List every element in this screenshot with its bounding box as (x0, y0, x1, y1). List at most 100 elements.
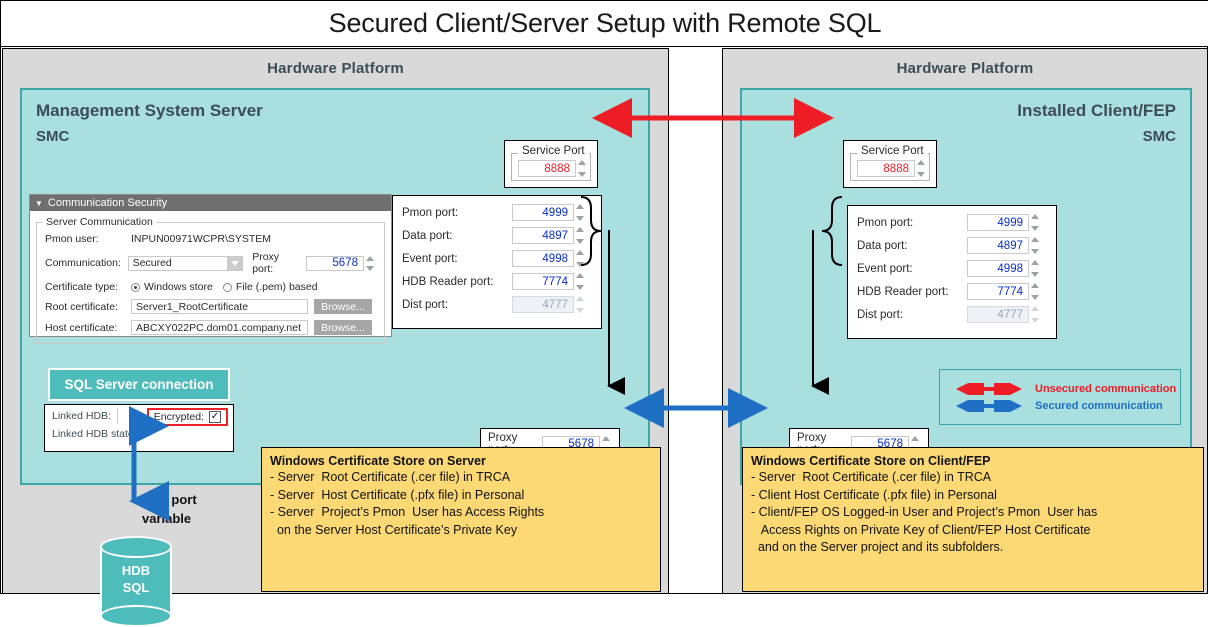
communication-label: Communication: (45, 257, 121, 269)
port-spinner-left-4 (576, 296, 586, 313)
note-left-line-2: - Server Project’s Pmon User has Access … (270, 505, 545, 519)
server-communication-legend: Server Communication (43, 216, 156, 228)
port-label-left-1: Data port: (402, 229, 453, 242)
root-certificate-label: Root certificate: (45, 300, 118, 313)
service-port-box-left: Service Port 8888 (504, 140, 598, 188)
service-port-value-left[interactable]: 8888 (518, 160, 576, 177)
encrypted-checkbox[interactable]: ✓ (209, 411, 221, 423)
hdb-sql-database-cylinder: HDB SQL (100, 536, 172, 627)
service-port-groupbox-right: Service Port 8888 (850, 145, 930, 181)
database-label-line2: SQL (122, 580, 150, 595)
note-left-line-3: on the Server Host Certificate’s Private… (270, 522, 518, 537)
red-double-arrow-icon (956, 382, 1022, 395)
legend-secured-label: Secured communication (1035, 399, 1163, 412)
port-row-right: HDB Reader port: 7774 (857, 283, 1047, 300)
port-spinner-left-2[interactable] (576, 250, 586, 267)
radio-file-pem[interactable]: File (.pem) based (222, 281, 318, 293)
machine-sub-left: SMC (36, 128, 70, 145)
platform-title-right: Hardware Platform (896, 60, 1034, 77)
service-port-spinner-right[interactable] (917, 160, 927, 177)
service-port-caption-right: Service Port (857, 145, 928, 157)
legend-unsecured-label: Unsecured communication (1035, 382, 1177, 395)
communication-security-title: Communication Security (47, 197, 168, 209)
root-certificate-input[interactable]: Server1_RootCertificate (131, 299, 308, 314)
radio-selected-icon (131, 282, 140, 292)
installed-client-fep-box: Installed Client/FEP SMC Service Port 88… (740, 88, 1192, 485)
hardware-platform-right: Hardware Platform Installed Client/FEP S… (722, 48, 1208, 594)
port-value-right-3[interactable]: 7774 (967, 283, 1029, 300)
communication-select[interactable]: Secured (127, 255, 244, 271)
linked-hdb-label: Linked HDB: (52, 410, 111, 422)
port-spinner-right-2[interactable] (1031, 260, 1041, 277)
proxy-port-value-comm[interactable]: 5678 (305, 255, 364, 271)
management-system-server-box: Management System Server SMC Service Por… (20, 88, 650, 485)
host-certificate-input[interactable]: ABCXY022PC.dom01.company.net (131, 320, 308, 335)
port-label-right-3: HDB Reader port: (857, 285, 949, 298)
database-label-line1: HDB (121, 563, 151, 578)
port-label-left-3: HDB Reader port: (402, 275, 494, 288)
host-certificate-browse-button[interactable]: Browse... (314, 320, 372, 335)
service-port-box-right: Service Port 8888 (843, 140, 937, 188)
note-right-line-3: Access Rights on Private Key of Client/F… (751, 522, 1091, 537)
port-value-right-0[interactable]: 4999 (967, 214, 1029, 231)
port-row-right: Event port: 4998 (857, 260, 1047, 277)
port-spinner-right-3[interactable] (1031, 283, 1041, 300)
port-value-left-3[interactable]: 7774 (512, 273, 574, 290)
certificate-type-row: Certificate type: Windows store File (.p… (45, 281, 376, 293)
proxy-port-spinner-comm[interactable] (365, 255, 376, 271)
host-certificate-row: Host certificate: ABCXY022PC.dom01.compa… (45, 320, 376, 335)
communication-value: Secured (132, 257, 172, 269)
port-label-left-0: Pmon port: (402, 206, 459, 219)
port-row-left: Dist port:4777 (402, 296, 592, 313)
note-right-line-2: - Client/FEP OS Logged-in User and Proje… (751, 505, 1098, 519)
port-spinner-left-1[interactable] (576, 227, 586, 244)
pmon-user-label: Pmon user: (45, 233, 99, 245)
note-left-line-0: - Server Root Certificate (.cer file) in… (270, 470, 511, 484)
radio-windows-store-label: Windows store (144, 281, 213, 293)
note-right-title: Windows Certificate Store on Client/FEP (751, 454, 991, 468)
radio-file-pem-label: File (.pem) based (235, 281, 318, 293)
port-spinner-right-4 (1031, 306, 1041, 323)
port-row-left: Data port: 4897 (402, 227, 592, 244)
encrypted-highlight-box: Encrypted: ✓ (146, 408, 228, 426)
port-value-right-2[interactable]: 4998 (967, 260, 1029, 277)
radio-windows-store[interactable]: Windows store (131, 281, 213, 293)
triangle-down-icon[interactable]: ▼ (35, 198, 43, 208)
port-label-right-1: Data port: (857, 239, 908, 252)
communication-security-panel: ▼ Communication Security Server Communic… (29, 194, 392, 344)
port-label-right-0: Pmon port: (857, 216, 914, 229)
port-value-right-4: 4777 (967, 306, 1029, 323)
port-label-right-2: Event port: (857, 262, 913, 275)
port-label-left-4: Dist port: (402, 298, 449, 311)
service-port-value-right[interactable]: 8888 (857, 160, 915, 177)
port-spinner-right-1[interactable] (1031, 237, 1041, 254)
port-row-left: HDB Reader port: 7774 (402, 273, 592, 290)
blue-double-arrow-icon (956, 399, 1022, 412)
port-value-left-0[interactable]: 4999 (512, 204, 574, 221)
port-spinner-left-3[interactable] (576, 273, 586, 290)
port-row-right: Dist port:4777 (857, 306, 1047, 323)
legend-row-secured: Secured communication (952, 399, 1180, 412)
machine-heading-right: Installed Client/FEP (1017, 101, 1176, 120)
service-port-caption-left: Service Port (518, 145, 589, 157)
pmon-user-row: Pmon user: INPUN00971WCPR\SYSTEM (45, 233, 376, 245)
note-right-line-0: - Server Root Certificate (.cer file) in… (751, 470, 992, 484)
machine-heading-left: Management System Server (36, 101, 263, 120)
communication-security-header[interactable]: ▼ Communication Security (30, 195, 391, 211)
port-spinner-left-0[interactable] (576, 204, 586, 221)
port-value-left-1[interactable]: 4897 (512, 227, 574, 244)
root-certificate-browse-button[interactable]: Browse... (314, 299, 372, 314)
service-port-spinner-left[interactable] (578, 160, 588, 177)
sql-server-connection-button[interactable]: SQL Server connection (48, 368, 230, 401)
port-row-right: Data port: 4897 (857, 237, 1047, 254)
port-row-left: Pmon port: 4999 (402, 204, 592, 221)
root-certificate-row: Root certificate: Server1_RootCertificat… (45, 299, 376, 314)
port-value-left-2[interactable]: 4998 (512, 250, 574, 267)
chevron-down-icon[interactable] (227, 256, 243, 270)
panel-divider (117, 409, 118, 423)
port-value-right-1[interactable]: 4897 (967, 237, 1029, 254)
note-left-title: Windows Certificate Store on Server (270, 454, 486, 468)
pmon-user-value: INPUN00971WCPR\SYSTEM (131, 233, 272, 245)
port-spinner-right-0[interactable] (1031, 214, 1041, 231)
